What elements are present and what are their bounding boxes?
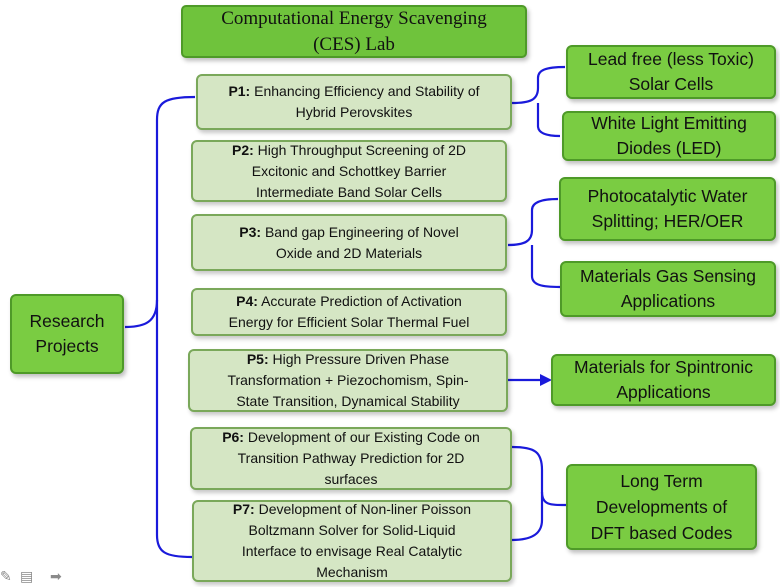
project-id: P6: xyxy=(222,429,244,445)
slides-icon[interactable]: ▤ xyxy=(20,569,34,585)
lab-title-box: Computational Energy Scavenging (CES) La… xyxy=(181,5,527,58)
outcome-line: Diodes (LED) xyxy=(616,138,722,158)
project-text: High Pressure Driven Phase xyxy=(272,351,450,367)
project-id: P1: xyxy=(228,83,251,99)
root-line1: Research xyxy=(29,311,105,331)
project-id: P3: xyxy=(239,223,262,240)
project-text: Accurate Prediction of Activation xyxy=(261,293,462,309)
outcome-line: Lead free (less Toxic) xyxy=(587,49,754,69)
project-line: P3: Band gap Engineering of Novel xyxy=(239,222,459,243)
project-box-p2: P2: High Throughput Screening of 2D Exci… xyxy=(191,140,507,202)
outcome-line: Photocatalytic Water xyxy=(587,186,748,206)
project-line: P6: Development of our Existing Code on xyxy=(222,427,480,448)
project-line: State Transition, Dynamical Stability xyxy=(236,393,460,409)
outcome-line: Applications xyxy=(620,291,716,311)
root-line2: Projects xyxy=(35,336,99,356)
project-text: Enhancing Efficiency and Stability of xyxy=(254,83,480,99)
project-line: Interface to envisage Real Catalytic xyxy=(241,543,463,559)
outcome-line: Long Term xyxy=(620,471,703,491)
outcome-box-dft-codes: Long Term Developments of DFT based Code… xyxy=(566,464,757,550)
project-box-p3: P3: Band gap Engineering of Novel Oxide … xyxy=(191,214,507,271)
research-projects-box: Research Projects xyxy=(10,294,124,374)
slideshow-controls: ✎ ▤ ➡ xyxy=(0,568,80,587)
project-box-p1: P1: Enhancing Efficiency and Stability o… xyxy=(196,74,512,130)
project-text: Development of our Existing Code on xyxy=(247,429,480,445)
project-line: P5: High Pressure Driven Phase xyxy=(247,349,449,370)
outcome-line: Solar Cells xyxy=(628,74,714,94)
p6-p7-bracket-lower xyxy=(511,492,544,542)
project-text: Band gap Engineering of Novel xyxy=(264,223,459,240)
outcome-box-led: White Light Emitting Diodes (LED) xyxy=(562,111,776,161)
project-line: surfaces xyxy=(324,471,378,487)
project-line: Hybrid Perovskites xyxy=(295,104,413,120)
lab-title-line2: (CES) Lab xyxy=(313,33,395,55)
project-line: Transformation + Piezochomism, Spin- xyxy=(227,372,469,388)
outcome-line: Developments of xyxy=(595,497,728,517)
project-line: Energy for Efficient Solar Thermal Fuel xyxy=(228,314,470,330)
outcome-box-lead-free: Lead free (less Toxic) Solar Cells xyxy=(566,45,776,99)
project-line: Mechanism xyxy=(316,564,388,580)
arrow-right-icon[interactable]: ➡ xyxy=(50,569,62,585)
project-id: P4: xyxy=(236,293,258,309)
p6-p7-bracket xyxy=(511,445,567,507)
project-text: Development of Non-liner Poisson xyxy=(258,501,472,517)
outcome-line: Materials Gas Sensing xyxy=(579,266,757,286)
project-box-p5: P5: High Pressure Driven Phase Transform… xyxy=(188,349,508,412)
outcome-line: White Light Emitting xyxy=(591,113,747,133)
outcome-line: Materials for Spintronic xyxy=(574,357,753,377)
outcome-box-spintronic: Materials for Spintronic Applications xyxy=(551,354,776,406)
outcome-line: Splitting; HER/OER xyxy=(591,211,744,231)
outcome-box-gas-sensing: Materials Gas Sensing Applications xyxy=(560,261,776,317)
outcome-box-photocatalytic: Photocatalytic Water Splitting; HER/OER xyxy=(559,177,776,241)
project-line: Excitonic and Schottkey Barrier xyxy=(251,162,447,179)
pen-icon[interactable]: ✎ xyxy=(0,569,12,585)
project-id: P7: xyxy=(232,501,255,517)
project-line: Transition Pathway Prediction for 2D xyxy=(237,450,465,466)
project-id: P5: xyxy=(246,351,269,367)
p3-bracket xyxy=(507,197,559,247)
root-bracket-lower xyxy=(155,300,193,559)
p5-arrow-head xyxy=(540,374,552,386)
project-line: Oxide and 2D Materials xyxy=(275,244,423,261)
project-line: P4: Accurate Prediction of Activation xyxy=(236,291,462,312)
p3-bracket-lower xyxy=(530,245,561,289)
lab-title-line1: Computational Energy Scavenging xyxy=(221,7,487,29)
project-id: P2: xyxy=(231,141,254,158)
project-text: High Throughput Screening of 2D xyxy=(257,141,466,158)
root-bracket xyxy=(124,95,196,329)
project-line: Intermediate Band Solar Cells xyxy=(256,183,442,200)
project-line: Boltzmann Solver for Solid-Liquid xyxy=(248,522,456,538)
outcome-line: Applications xyxy=(616,382,711,402)
project-box-p7: P7: Development of Non-liner Poisson Bol… xyxy=(192,500,512,582)
project-box-p6: P6: Development of our Existing Code on … xyxy=(190,427,512,490)
project-line: P7: Development of Non-liner Poisson xyxy=(233,499,471,520)
p1-bracket xyxy=(511,65,566,105)
outcome-line: DFT based Codes xyxy=(590,523,733,543)
project-line: P1: Enhancing Efficiency and Stability o… xyxy=(228,81,479,102)
project-box-p4: P4: Accurate Prediction of Activation En… xyxy=(191,288,507,336)
project-line: P2: High Throughput Screening of 2D xyxy=(232,140,466,161)
p1-bracket-lower xyxy=(536,103,561,138)
